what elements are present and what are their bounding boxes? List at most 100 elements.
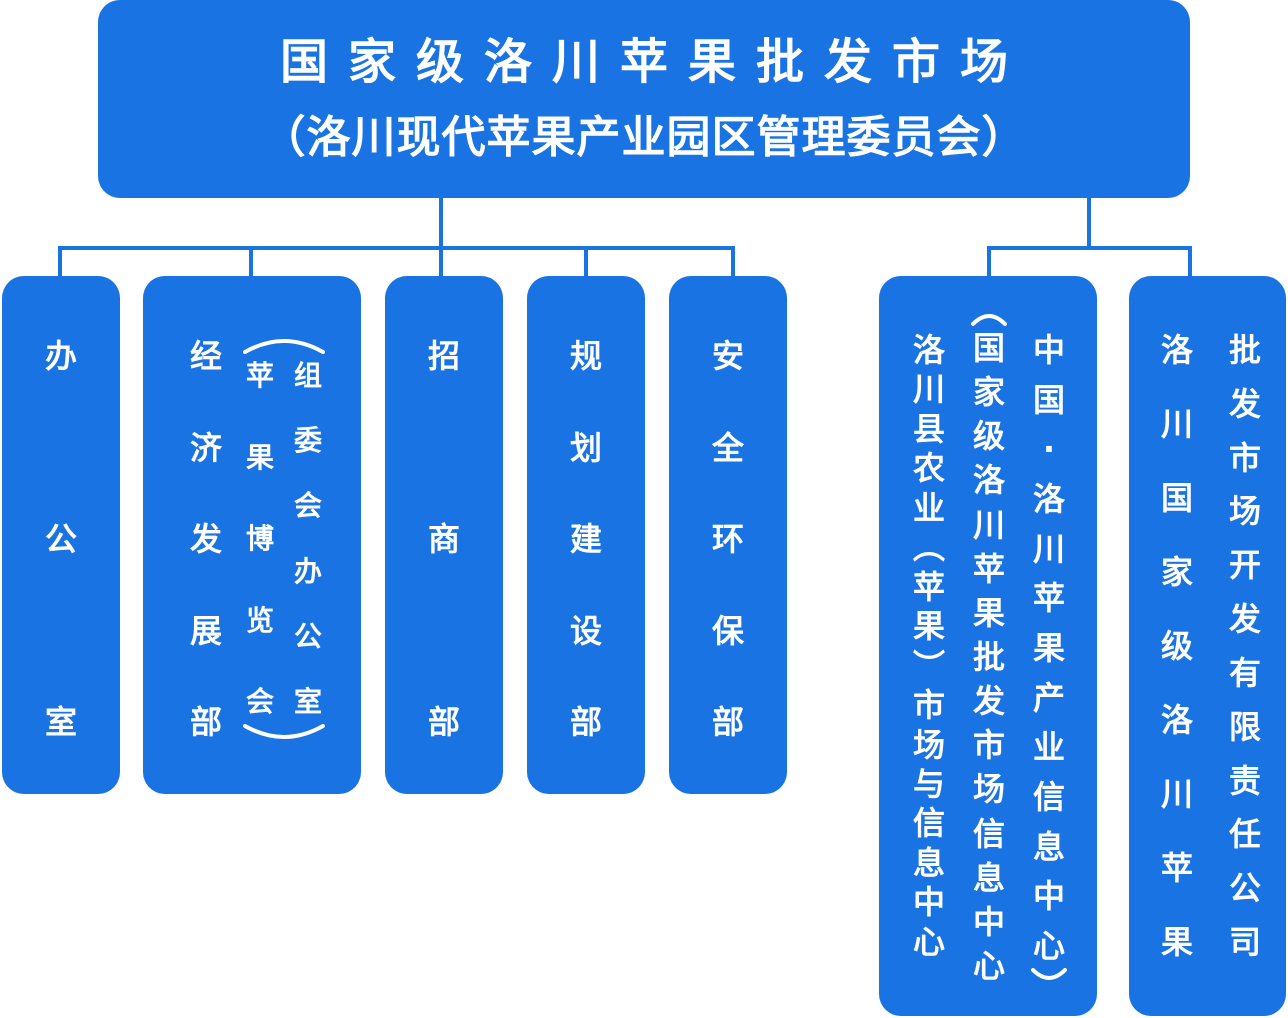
glyph: 与 — [912, 764, 945, 803]
note-line-expo: 苹果博览会 — [242, 362, 278, 716]
glyph: 建 — [569, 520, 602, 558]
glyph: 部 — [569, 703, 602, 741]
glyph: 室 — [44, 703, 77, 741]
glyph: 苹 — [1032, 579, 1065, 618]
info-center-line-2: 国家级洛川苹果批发市场信息中心 — [969, 332, 1009, 982]
glyph: 息 — [912, 843, 945, 882]
glyph: 心 — [972, 946, 1005, 985]
glyph: 发 — [972, 682, 1005, 721]
connector-right-bus — [987, 246, 1192, 250]
glyph: 批 — [972, 637, 1005, 676]
glyph: 果 — [912, 607, 945, 646]
glyph: 部 — [427, 703, 460, 741]
glyph: 划 — [569, 428, 602, 467]
node-office-label: 办公室 — [2, 340, 120, 738]
close-paren-icon — [1029, 968, 1069, 988]
glyph: 组 — [293, 359, 322, 392]
glyph: 任 — [1228, 815, 1261, 854]
glyph: 洛 — [972, 461, 1005, 500]
connector-root-left-trunk — [439, 198, 443, 250]
glyph: ︵ — [912, 528, 945, 567]
glyph: 发 — [1228, 600, 1261, 639]
glyph: 有 — [1228, 653, 1261, 692]
glyph: 安 — [711, 337, 744, 375]
glyph: 洛 — [1160, 331, 1193, 369]
node-economic-development: 经济发展部 苹果博览会 组委会办公室 — [143, 276, 361, 794]
glyph: 开 — [1228, 546, 1261, 585]
connector-right-drop-1 — [987, 246, 991, 276]
close-paren-icon — [239, 724, 329, 744]
open-paren-icon — [239, 334, 329, 354]
glyph: 中 — [972, 902, 1005, 941]
glyph: 信 — [912, 804, 945, 843]
glyph: 川 — [1160, 775, 1193, 813]
connector-left-bus — [58, 246, 735, 250]
glyph: 公 — [44, 520, 77, 558]
company-line-1: 洛川国家级洛川苹果 — [1157, 334, 1197, 958]
glyph: 市 — [912, 686, 945, 725]
glyph: 览 — [245, 603, 274, 637]
node-planning-construction: 规划建设部 — [527, 276, 645, 794]
glyph: 中 — [912, 883, 945, 922]
glyph: 果 — [972, 593, 1005, 632]
glyph: ︶ — [912, 646, 945, 685]
glyph: 息 — [1032, 827, 1065, 866]
glyph: 洛 — [912, 331, 945, 369]
node-info-center: 洛川县农业︵苹果︶市场与信息中心 国家级洛川苹果批发市场信息中心 中国·洛川苹果… — [879, 276, 1097, 1016]
node-safety-environment-label: 安全环保部 — [669, 340, 787, 738]
glyph: 招 — [427, 337, 460, 375]
info-center-line-2-wrap: 国家级洛川苹果批发市场信息中心 — [969, 306, 1009, 988]
glyph: 会 — [245, 685, 274, 718]
glyph: 办 — [44, 337, 77, 375]
glyph: 苹 — [972, 549, 1005, 588]
glyph: 果 — [245, 440, 274, 474]
glyph: 县 — [912, 409, 945, 448]
connector-right-drop-2 — [1188, 246, 1192, 276]
glyph: 洛 — [1032, 479, 1065, 518]
glyph: 场 — [912, 725, 945, 764]
glyph: 发 — [189, 520, 222, 558]
node-office: 办公室 — [2, 276, 120, 794]
node-investment-label: 招商部 — [385, 340, 503, 738]
node-market-development-company: 洛川国家级洛川苹果 批发市场开发有限责任公司 — [1129, 276, 1286, 1016]
glyph: 会 — [293, 489, 322, 523]
glyph: 环 — [711, 520, 744, 558]
glyph: 苹 — [912, 567, 945, 606]
glyph: 博 — [245, 522, 274, 555]
glyph: 部 — [189, 703, 222, 741]
glyph: 展 — [189, 611, 222, 650]
glyph: 批 — [1228, 331, 1261, 369]
glyph: 业 — [912, 488, 945, 527]
glyph: 全 — [711, 428, 744, 467]
glyph: 发 — [1228, 384, 1261, 423]
connector-left-drop-5 — [731, 246, 735, 276]
connector-root-right-trunk — [1087, 198, 1091, 250]
glyph: 商 — [427, 520, 460, 558]
glyph: 办 — [293, 554, 322, 588]
glyph: 室 — [293, 684, 322, 718]
glyph: · — [1042, 430, 1056, 469]
glyph: 济 — [189, 428, 222, 467]
info-center-line-3: 中国·洛川苹果产业信息中心 — [1029, 334, 1069, 962]
glyph: 经 — [189, 337, 222, 375]
glyph: 级 — [1160, 627, 1193, 665]
node-planning-construction-label: 规划建设部 — [527, 340, 645, 738]
glyph: 场 — [1228, 492, 1261, 531]
glyph: 限 — [1228, 707, 1261, 746]
glyph: 产 — [1032, 678, 1065, 717]
glyph: 川 — [972, 505, 1005, 544]
glyph: 中 — [1032, 877, 1065, 916]
glyph: 规 — [569, 337, 602, 375]
glyph: 中 — [1032, 331, 1065, 369]
info-center-line-3-wrap: 中国·洛川苹果产业信息中心 — [1029, 334, 1069, 988]
glyph: 洛 — [1160, 701, 1193, 739]
glyph: 公 — [1228, 869, 1261, 908]
glyph: 业 — [1032, 728, 1065, 767]
glyph: 果 — [1032, 628, 1065, 667]
glyph: 农 — [912, 449, 945, 488]
glyph: 国 — [972, 329, 1005, 367]
node-economic-development-label: 经济发展部 — [181, 340, 231, 738]
glyph: 家 — [1160, 553, 1193, 591]
glyph: 信 — [1032, 777, 1065, 816]
root-subtitle: （洛川现代苹果产业园区管理委员会） — [261, 112, 1027, 163]
